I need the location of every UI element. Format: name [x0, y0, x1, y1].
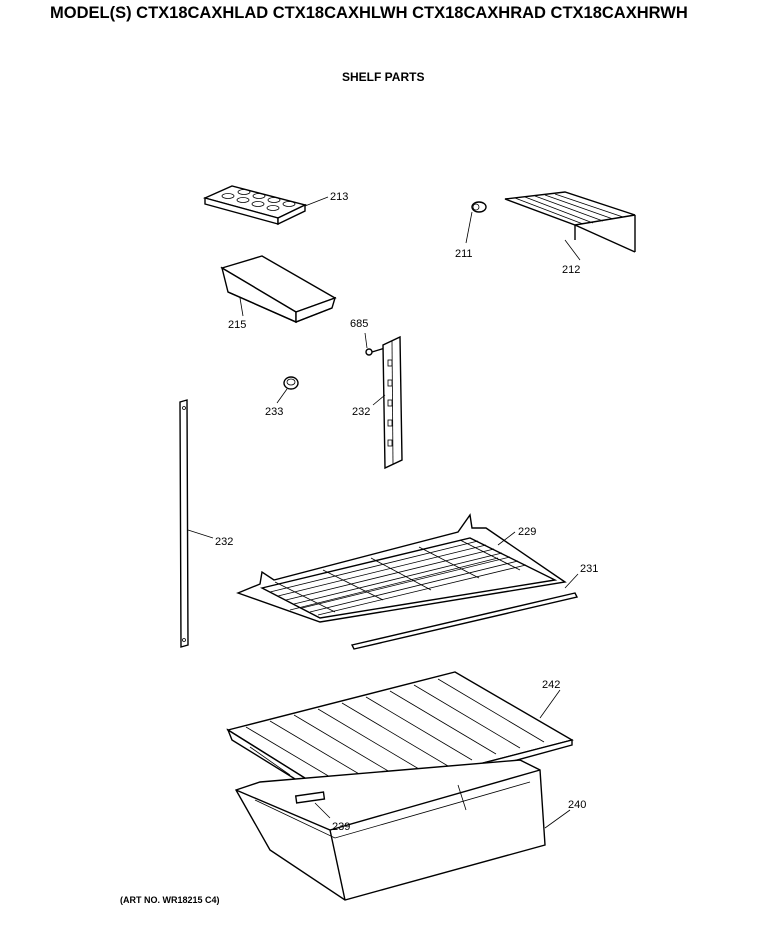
shelf-support-232-short: [372, 335, 403, 470]
shelf-assembly-229: [236, 513, 567, 623]
part-label-240: 240: [568, 799, 586, 811]
egg-tray-213: [202, 185, 329, 226]
shelf-rail-232-long: [179, 399, 214, 648]
screw-685: [364, 332, 386, 356]
trim-strip-231: [350, 573, 579, 650]
part-label-232-long: 232: [215, 536, 233, 548]
part-label-239: 239: [332, 821, 350, 833]
part-label-232-short: 232: [352, 406, 370, 418]
model-list-title: MODEL(S) CTX18CAXHLAD CTX18CAXHLWH CTX18…: [50, 4, 688, 22]
part-label-242: 242: [542, 679, 560, 691]
part-label-233: 233: [265, 406, 283, 418]
wire-shelf-212: [504, 191, 636, 261]
art-number: (ART NO. WR18215 C4): [120, 895, 220, 905]
door-bin-215: [220, 255, 337, 324]
part-label-215: 215: [228, 319, 246, 331]
part-label-685: 685: [350, 318, 368, 330]
section-title: SHELF PARTS: [342, 70, 425, 84]
part-label-213: 213: [330, 191, 348, 203]
cap-233: [276, 376, 299, 404]
crisper-drawer-240: [234, 759, 571, 901]
part-label-231: 231: [580, 563, 598, 575]
part-label-211: 211: [455, 248, 473, 260]
part-label-212: 212: [562, 264, 580, 276]
shelf-knob-211: [465, 201, 487, 244]
part-label-229: 229: [518, 526, 536, 538]
